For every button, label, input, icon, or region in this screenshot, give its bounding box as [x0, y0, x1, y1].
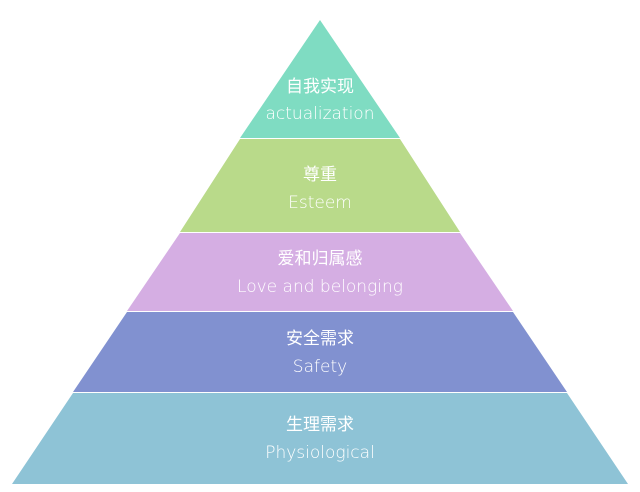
level-label-en-safety: Safety — [293, 357, 347, 377]
level-label-cn-self-actualization: 自我实现 — [286, 77, 354, 97]
level-label-en-physiological: Physiological — [265, 443, 375, 463]
level-shape-safety — [73, 312, 567, 392]
level-shape-physiological — [12, 393, 628, 484]
pyramid-level-esteem: 尊重 Esteem — [180, 139, 460, 232]
pyramid-level-love-belonging: 爱和归属感 Love and belonging — [127, 233, 513, 311]
level-label-en-self-actualization: actualization — [266, 104, 375, 124]
level-shape-love-belonging — [127, 233, 513, 311]
pyramid-level-self-actualization: 自我实现 actualization — [240, 20, 400, 138]
level-shape-self-actualization — [240, 20, 400, 138]
level-label-cn-safety: 安全需求 — [286, 329, 354, 349]
level-label-cn-love-belonging: 爱和归属感 — [278, 249, 363, 269]
level-label-cn-physiological: 生理需求 — [286, 415, 354, 435]
pyramid-level-safety: 安全需求 Safety — [73, 312, 567, 392]
level-label-en-love-belonging: Love and belonging — [237, 277, 403, 297]
pyramid-level-physiological: 生理需求 Physiological — [12, 393, 628, 484]
level-label-en-esteem: Esteem — [288, 193, 352, 213]
level-shape-esteem — [180, 139, 460, 232]
level-label-cn-esteem: 尊重 — [303, 165, 337, 185]
